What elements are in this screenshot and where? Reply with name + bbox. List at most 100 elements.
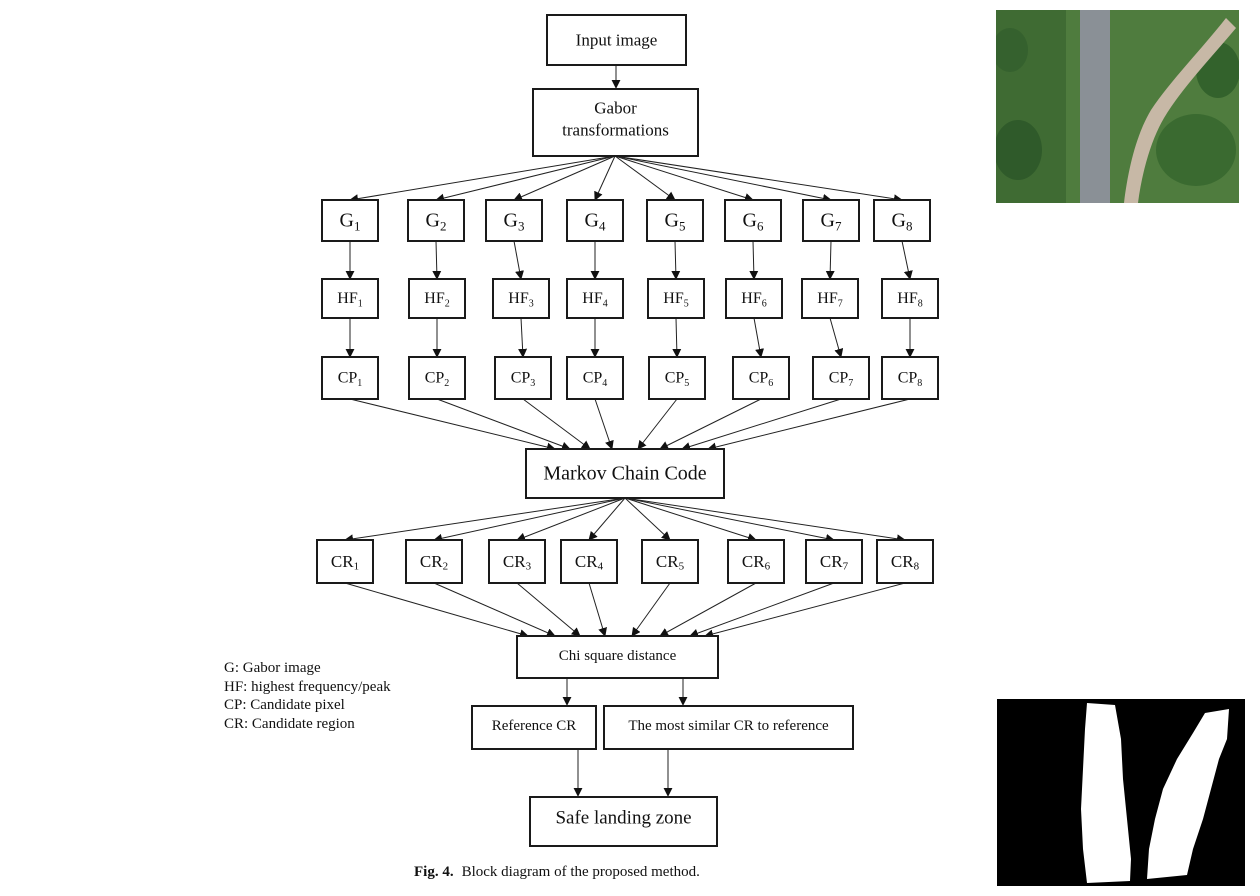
hf-box-4: HF4 [566, 278, 624, 319]
cp-box-5: CP5 [648, 356, 706, 400]
cr-box-5: CR5 [641, 539, 699, 584]
cp-box-5-label: CP5 [665, 370, 690, 389]
cr-box-1: CR1 [316, 539, 374, 584]
most-similar-cr-box: The most similar CR to reference [603, 705, 854, 750]
legend-item-cr: CR: Candidate region [224, 715, 355, 732]
safe-landing-zone-label: Safe landing zone [555, 808, 691, 829]
arrow-markov-to-cr2 [433, 497, 626, 543]
g-box-3: G3 [485, 199, 543, 242]
cp-box-3: CP3 [494, 356, 552, 400]
arrow-cr-to-chi4 [588, 582, 607, 637]
cr-box-2: CR2 [405, 539, 463, 584]
hf-box-5-label: HF5 [663, 290, 688, 309]
arrow-cr-to-chi1 [344, 582, 529, 639]
hf-box-8-label: HF8 [897, 290, 922, 309]
arrow-cp-to-markov4 [594, 398, 614, 450]
chi-square-distance-box: Chi square distance [516, 635, 719, 679]
arrow-hf-to-cp7 [829, 317, 844, 358]
cp-box-7-label: CP7 [829, 370, 854, 389]
legend-item-hf: HF: highest frequency/peak [224, 678, 391, 695]
gabor-transformations-label-line2: transformations [562, 121, 669, 140]
gabor-transformations-box: Gabor transformations [532, 88, 699, 157]
arrow-markov-to-cr7 [624, 497, 835, 543]
safe-landing-zone-box: Safe landing zone [529, 796, 718, 847]
hf-box-3: HF3 [492, 278, 550, 319]
reference-cr-label: Reference CR [492, 718, 577, 734]
hf-box-5: HF5 [647, 278, 705, 319]
cr-box-6-label: CR6 [742, 552, 771, 573]
arrow-cr-to-chi8 [704, 582, 906, 639]
hf-box-6: HF6 [725, 278, 783, 319]
cr-box-6: CR6 [727, 539, 785, 584]
markov-chain-code-label: Markov Chain Code [543, 463, 706, 485]
arrow-markov-to-cr3 [516, 497, 626, 542]
most-similar-cr-label: The most similar CR to reference [628, 718, 829, 734]
connector-arrows [344, 65, 915, 797]
cp-box-2-label: CP2 [425, 370, 450, 389]
arrow-gabor-to-g4 [594, 155, 616, 201]
cr-box-5-label: CR5 [656, 552, 685, 573]
g-box-8: G8 [873, 199, 931, 242]
cr-box-1-label: CR1 [331, 552, 359, 573]
figure-caption-text: Block diagram of the proposed method. [461, 864, 700, 880]
arrow-cp-to-markov8 [707, 398, 911, 452]
arrow-cr-to-chi2 [433, 582, 556, 637]
arrow-cp-to-markov6 [659, 398, 762, 450]
arrow-cr-to-chi5 [631, 582, 671, 637]
cr-box-3: CR3 [488, 539, 546, 584]
arrow-g-to-hf8 [901, 240, 913, 280]
arrow-g-to-hf7 [825, 240, 835, 280]
legend-item-cp: CP: Candidate pixel [224, 697, 345, 713]
arrow-gabor-to-g8 [614, 155, 903, 204]
hf-box-3-label: HF3 [508, 290, 533, 309]
arrow-gabor-to-g7 [614, 155, 832, 203]
cr-box-4: CR4 [560, 539, 618, 584]
arrow-markov-to-cr4 [588, 497, 626, 541]
arrow-hf-to-cp5 [672, 317, 682, 358]
hf-box-6-label: HF6 [741, 290, 766, 309]
arrow-markov-to-cr5 [624, 497, 671, 541]
chi-square-distance-label: Chi square distance [559, 648, 677, 664]
arrow-cp-to-markov1 [349, 398, 556, 452]
cr-box-7: CR7 [805, 539, 863, 584]
g-box-5: G5 [646, 199, 704, 242]
cp-box-1: CP1 [321, 356, 379, 400]
legend: G: Gabor image HF: highest frequency/pea… [224, 659, 391, 733]
arrow-cr-to-chi3 [516, 582, 581, 637]
arrow-markov-to-cr1 [344, 497, 626, 544]
cr-box-3-label: CR3 [503, 552, 532, 573]
arrow-gabor-to-g6 [614, 155, 754, 202]
arrow-g-to-hf3 [513, 240, 524, 280]
arrow-gabor-to-g2 [435, 155, 616, 203]
arrow-cp-to-markov7 [681, 398, 842, 451]
aerial-input-photo [996, 10, 1239, 203]
arrow-cp-to-markov3 [522, 398, 591, 450]
arrow-cp-to-markov2 [436, 398, 571, 451]
hf-box-8: HF8 [881, 278, 939, 319]
hf-box-1-label: HF1 [337, 290, 362, 309]
cp-box-4-label: CP4 [583, 370, 608, 389]
cp-box-6: CP6 [732, 356, 790, 400]
cp-box-4: CP4 [566, 356, 624, 400]
arrow-cr-to-chi6 [659, 582, 757, 637]
arrow-g-to-hf5 [671, 240, 681, 280]
cp-box-6-label: CP6 [749, 370, 774, 389]
segmentation-mask [997, 699, 1245, 886]
arrow-hf-to-cp6 [753, 317, 764, 358]
reference-cr-box: Reference CR [471, 705, 597, 750]
arrow-hf-to-cp3 [518, 317, 528, 358]
cr-box-4-label: CR4 [575, 552, 604, 573]
cr-box-2-label: CR2 [420, 552, 448, 573]
g-box-6: G6 [724, 199, 782, 242]
arrow-g-to-hf6 [749, 240, 759, 280]
cp-box-3-label: CP3 [511, 370, 536, 389]
hf-box-7-label: HF7 [817, 290, 842, 309]
legend-item-g: G: Gabor image [224, 660, 321, 676]
hf-box-2-label: HF2 [424, 290, 449, 309]
cr-box-8-label: CR8 [891, 552, 920, 573]
cr-box-7-label: CR7 [820, 552, 849, 573]
cp-box-8: CP8 [881, 356, 939, 400]
hf-box-2: HF2 [408, 278, 466, 319]
